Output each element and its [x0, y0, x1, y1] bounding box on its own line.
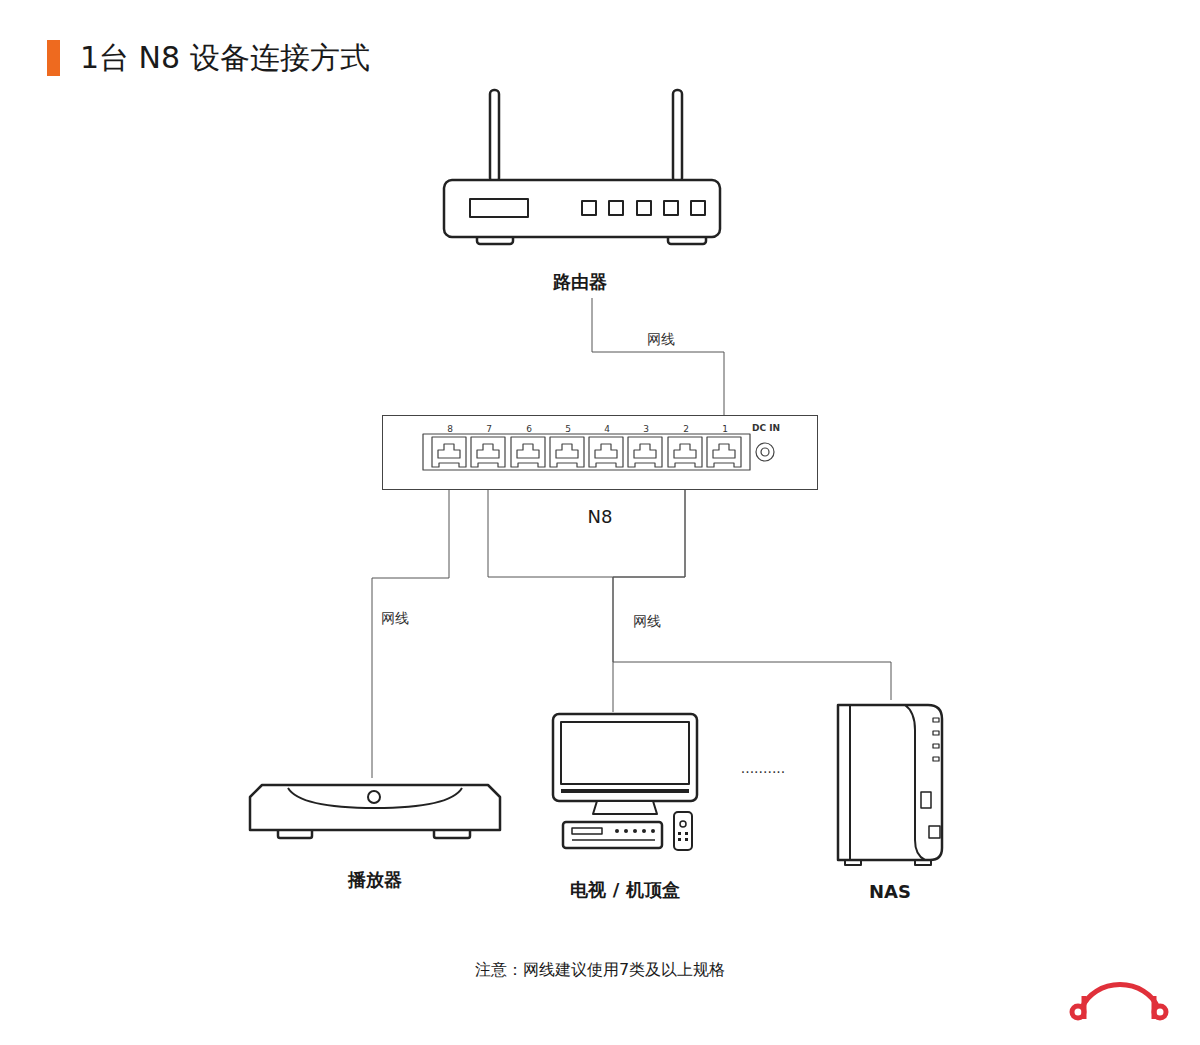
nas-icon — [838, 705, 942, 865]
rj45-port — [668, 437, 702, 467]
cable-label: 网线 — [378, 609, 412, 629]
ellipsis-mark: .......... — [741, 760, 786, 776]
port-number: 3 — [643, 424, 649, 434]
cable-label: 网线 — [630, 612, 664, 632]
network-cable — [372, 490, 449, 778]
stb-buttons — [615, 829, 688, 841]
router-icon — [444, 90, 720, 244]
rj45-port — [707, 437, 741, 467]
rj45-port — [550, 437, 584, 467]
port-number: 5 — [565, 424, 571, 434]
switch-ports — [423, 434, 774, 470]
rj45-port — [432, 437, 466, 467]
device-label: 路由器 — [553, 270, 607, 294]
device-label: 播放器 — [348, 868, 402, 892]
port-number: 2 — [683, 424, 689, 434]
switch-box: N887654321DC IN — [382, 415, 818, 490]
port-number: 4 — [604, 424, 610, 434]
network-cable — [488, 490, 685, 712]
port-number: DC IN — [752, 423, 780, 433]
network-cable — [613, 490, 891, 700]
device-node: 路由器 — [440, 86, 720, 298]
device-label: NAS — [869, 881, 911, 902]
device-node: 电视 / 机顶盒 — [548, 712, 702, 902]
rj45-port — [589, 437, 623, 467]
rj45-port — [471, 437, 505, 467]
diagram-title: 1台 N8 设备连接方式 — [80, 38, 370, 79]
cable-label: 网线 — [644, 330, 678, 350]
note-caption: 注意：网线建议使用7类及以上规格 — [0, 960, 1200, 981]
device-label: 电视 / 机顶盒 — [570, 878, 679, 902]
device-node: NAS — [832, 700, 948, 902]
device-node: 播放器 — [248, 778, 502, 892]
port-number: 1 — [722, 424, 728, 434]
title-bar — [47, 40, 60, 76]
brand-logo — [1072, 985, 1166, 1019]
tv-icon — [553, 714, 697, 850]
rj45-port — [511, 437, 545, 467]
device-label: N8 — [383, 506, 817, 527]
player-icon — [250, 785, 500, 838]
port-number: 8 — [447, 424, 453, 434]
port-number: 7 — [486, 424, 492, 434]
port-number: 6 — [526, 424, 532, 434]
network-cable — [592, 298, 724, 415]
rj45-port — [628, 437, 662, 467]
